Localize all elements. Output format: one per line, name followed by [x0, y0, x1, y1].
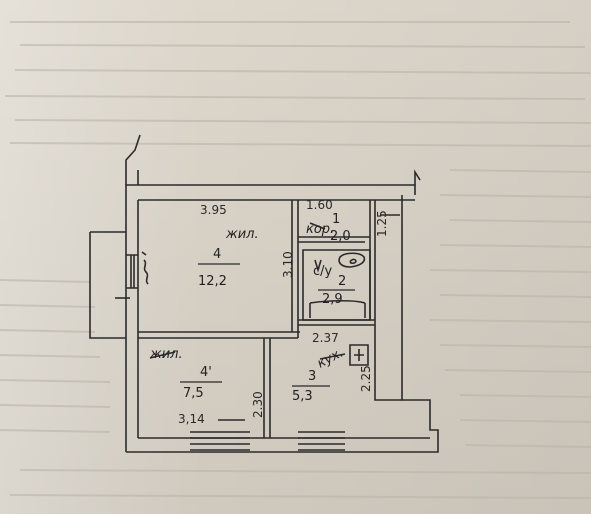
room-corridor-number: 1 — [332, 212, 340, 227]
room-main-number: 4 — [213, 247, 221, 262]
dim-1-25: 1.25 — [375, 210, 389, 237]
room-corridor-area: 2,0 — [330, 229, 351, 244]
bath-marks: с/у — [313, 264, 333, 279]
room-bath-number: 2 — [338, 274, 346, 289]
room-bath-area: 2,9 — [322, 292, 343, 307]
dim-1-60: 1.60 — [306, 198, 333, 212]
room-kitchen-area: 5,3 — [292, 389, 313, 404]
dim-2-30: 2.30 — [251, 391, 265, 418]
room-kitchen-label: кух. — [315, 345, 346, 371]
dim-3-10: 3.10 — [281, 251, 295, 278]
room-kitchen-number: 3 — [308, 369, 316, 384]
room-small-number: 4' — [200, 365, 212, 380]
dim-2-37: 2.37 — [312, 331, 339, 345]
dim-2-25: 2.25 — [359, 365, 373, 392]
dim-3-14: 3,14 — [178, 412, 205, 426]
room-main-area: 12,2 — [198, 274, 227, 289]
room-small-label: жил. — [149, 347, 183, 362]
dim-3-95: 3.95 — [200, 203, 227, 217]
room-small-area: 7,5 — [183, 386, 204, 401]
room-main-label: жил. — [225, 227, 259, 242]
room-corridor-label: кор. — [306, 222, 334, 237]
